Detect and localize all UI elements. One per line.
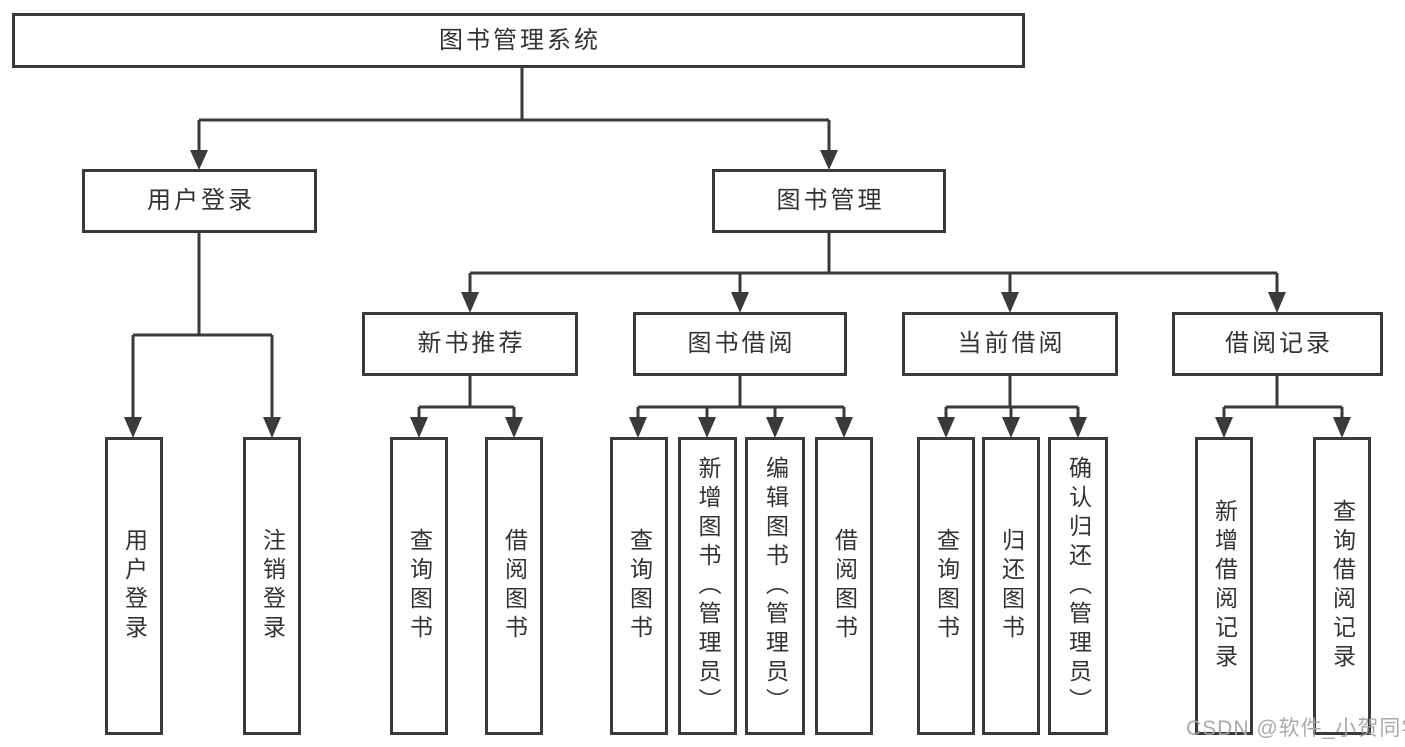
leaf-query-books-borrowing-label: 查询图书 bbox=[626, 528, 653, 644]
node-library-system-label: 图书管理系统 bbox=[439, 26, 601, 54]
leaf-query-borrow-record-label: 查询借阅记录 bbox=[1329, 499, 1356, 673]
node-new-book-recommend-label: 新书推荐 bbox=[417, 330, 526, 357]
node-user-login: 用户登录 bbox=[82, 169, 317, 233]
leaf-confirm-return-admin-label: 确认归还（管理员） bbox=[1065, 455, 1092, 717]
leaf-query-books-current-label: 查询图书 bbox=[933, 528, 960, 644]
node-new-book-recommend: 新书推荐 bbox=[362, 312, 578, 376]
leaf-query-books-recommend-label: 查询图书 bbox=[406, 528, 433, 644]
leaf-edit-book-admin-label: 编辑图书（管理员） bbox=[762, 455, 789, 717]
leaf-logout-label: 注销登录 bbox=[259, 528, 286, 644]
leaf-add-book-admin: 新增图书（管理员） bbox=[678, 437, 737, 735]
leaf-user-login-label: 用户登录 bbox=[121, 528, 148, 644]
leaf-query-borrow-record: 查询借阅记录 bbox=[1313, 437, 1371, 735]
leaf-return-book-label: 归还图书 bbox=[998, 528, 1025, 644]
leaf-edit-book-admin: 编辑图书（管理员） bbox=[745, 437, 805, 735]
leaf-logout: 注销登录 bbox=[243, 437, 301, 735]
node-book-management-label: 图书管理 bbox=[776, 187, 885, 214]
tree-edges bbox=[131, 66, 1344, 419]
node-current-borrowing-label: 当前借阅 bbox=[957, 330, 1066, 357]
node-book-management: 图书管理 bbox=[712, 169, 946, 233]
node-library-system: 图书管理系统 bbox=[12, 13, 1025, 68]
leaf-return-book: 归还图书 bbox=[982, 437, 1040, 735]
leaf-query-books-recommend: 查询图书 bbox=[390, 437, 448, 735]
leaf-borrow-books: 借阅图书 bbox=[815, 437, 873, 735]
leaf-add-book-admin-label: 新增图书（管理员） bbox=[695, 455, 721, 717]
leaf-borrow-books-label: 借阅图书 bbox=[831, 528, 858, 644]
watermark: CSDN @软件_小贺同学 bbox=[1186, 717, 1405, 740]
leaf-query-books-borrowing: 查询图书 bbox=[610, 437, 668, 735]
leaf-add-borrow-record: 新增借阅记录 bbox=[1195, 437, 1253, 735]
node-current-borrowing: 当前借阅 bbox=[902, 312, 1118, 376]
leaf-borrow-books-recommend-label: 借阅图书 bbox=[501, 528, 528, 644]
node-borrowing-records: 借阅记录 bbox=[1172, 312, 1383, 376]
leaf-user-login: 用户登录 bbox=[105, 437, 163, 735]
node-book-borrowing-label: 图书借阅 bbox=[687, 330, 796, 357]
node-book-borrowing: 图书借阅 bbox=[633, 312, 847, 376]
leaf-query-books-current: 查询图书 bbox=[917, 437, 975, 735]
leaf-borrow-books-recommend: 借阅图书 bbox=[485, 437, 543, 735]
leaf-confirm-return-admin: 确认归还（管理员） bbox=[1048, 437, 1108, 735]
leaf-add-borrow-record-label: 新增借阅记录 bbox=[1211, 499, 1238, 673]
arrow-down-icons bbox=[124, 150, 1351, 438]
node-borrowing-records-label: 借阅记录 bbox=[1225, 330, 1333, 357]
node-user-login-label: 用户登录 bbox=[147, 187, 255, 214]
